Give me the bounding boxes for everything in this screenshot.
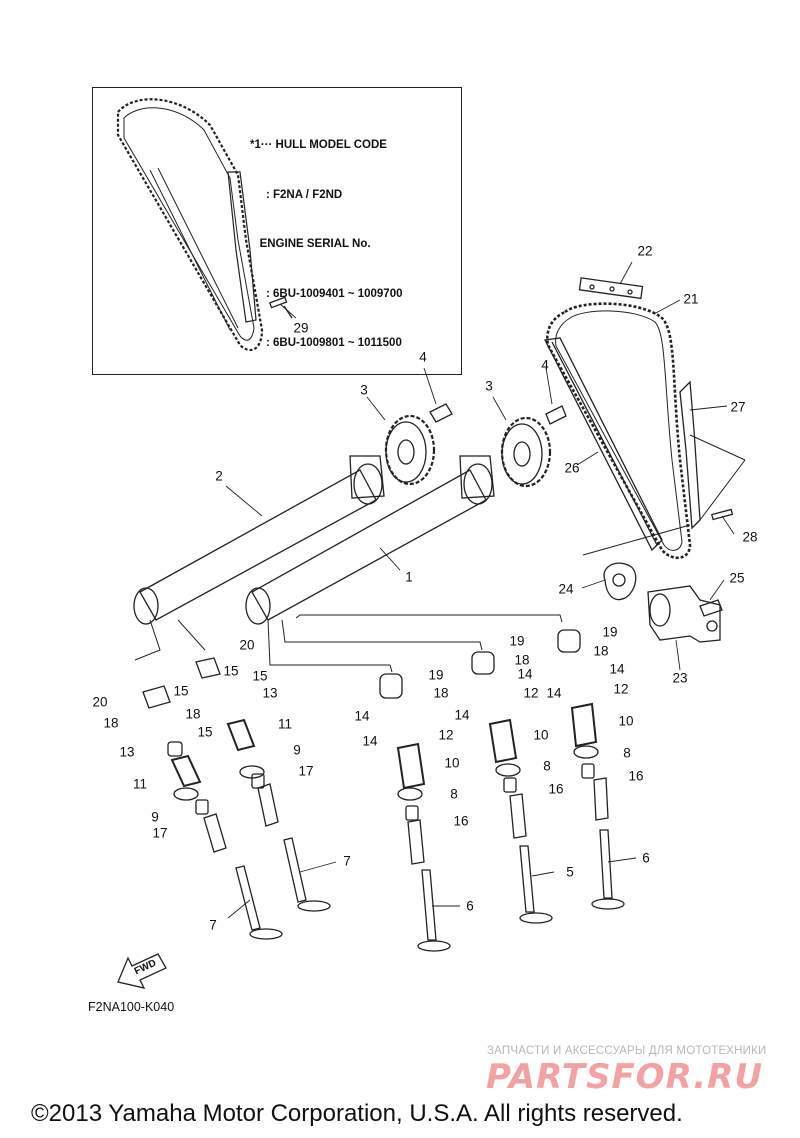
callout-9-b: 9 — [293, 742, 301, 758]
watermark-logo: PARTSFOR.RU — [486, 1057, 764, 1097]
callout-6-center: 6 — [466, 898, 474, 914]
callout-19-d: 19 — [509, 633, 525, 649]
callout-7-right: 7 — [343, 853, 351, 869]
callout-11-b: 11 — [277, 716, 293, 732]
sprocket-bolt-right — [546, 406, 566, 424]
callout-18-a: 18 — [103, 715, 119, 731]
callout-15-b1: 15 — [223, 663, 239, 679]
callout-4-right: 4 — [541, 357, 549, 373]
callout-21: 21 — [683, 291, 699, 307]
callout-12-c: 12 — [438, 727, 454, 743]
camshaft-intake-1 — [246, 456, 494, 624]
callout-14-e2: 14 — [546, 685, 562, 701]
callout-26: 26 — [564, 460, 580, 476]
valve-train-b — [196, 658, 330, 911]
valve-train-d — [472, 652, 552, 923]
sprocket-bolt-left — [430, 404, 452, 422]
valve-train-e — [558, 630, 624, 909]
watermark-tagline: ЗАПЧАСТИ И АКСЕССУАРЫ ДЛЯ МОТОТЕХНИКИ — [487, 1045, 767, 1057]
timing-chain — [547, 304, 690, 558]
callout-15-b2: 15 — [252, 668, 268, 684]
callout-16-c: 16 — [453, 813, 469, 829]
callout-15-a2: 15 — [197, 724, 213, 740]
note-line-5: : 6BU-1009801 ~ 1011500 — [250, 337, 402, 349]
callout-7-left: 7 — [209, 917, 217, 933]
chain-guide-26 — [545, 338, 662, 550]
chain-tensioner-23 — [648, 586, 720, 642]
note-line-2: : F2NA / F2ND — [250, 188, 343, 201]
callout-18-d: 18 — [514, 652, 530, 668]
fwd-arrow-icon — [118, 954, 166, 988]
valve-train-a — [143, 686, 282, 939]
cam-sprocket-right — [502, 418, 550, 486]
callout-9-a: 9 — [151, 809, 159, 825]
callout-19-e: 19 — [602, 624, 618, 640]
callout-14-d2: 14 — [454, 707, 470, 723]
bolt-25 — [700, 600, 722, 616]
callout-3-left: 3 — [360, 382, 368, 398]
chain-guide-22 — [579, 278, 642, 299]
callout-22: 22 — [637, 243, 653, 259]
note-line-1: *1··· HULL MODEL CODE — [250, 139, 387, 151]
callout-12-d: 12 — [523, 685, 539, 701]
callout-2: 2 — [215, 468, 223, 484]
callout-25: 25 — [729, 570, 745, 586]
leader-lines — [226, 262, 734, 918]
callout-13-b: 13 — [262, 685, 278, 701]
callout-10-c: 10 — [444, 755, 460, 771]
callout-12-e: 12 — [613, 681, 629, 697]
callout-14-c1: 14 — [354, 708, 370, 724]
note-line-4: : 6BU-1009401 ~ 1009700 — [250, 287, 403, 300]
note-line-3: ENGINE SERIAL No. — [250, 238, 371, 250]
callout-28: 28 — [742, 529, 758, 545]
diagram-code: F2NA100-K040 — [88, 1000, 175, 1014]
callout-17-b: 17 — [298, 763, 314, 779]
inset-cam-chain — [118, 99, 262, 350]
callout-24: 24 — [558, 581, 574, 597]
gasket-24 — [604, 563, 636, 599]
copyright-notice: ©2013 Yamaha Motor Corporation, U.S.A. A… — [31, 1100, 683, 1127]
callout-19-c: 19 — [428, 667, 444, 683]
camshaft-exhaust-2 — [134, 456, 384, 624]
valve-train-c — [380, 674, 450, 951]
callout-27: 27 — [730, 399, 746, 415]
callout-17-a: 17 — [152, 825, 168, 841]
callout-15-a1: 15 — [173, 683, 189, 699]
callout-10-e: 10 — [618, 713, 634, 729]
callout-13-a: 13 — [119, 744, 135, 760]
cam-sprocket-left — [386, 416, 434, 484]
group-lines — [135, 615, 562, 672]
callout-20-b: 20 — [239, 637, 255, 653]
callout-23: 23 — [672, 670, 688, 686]
callout-3-right: 3 — [485, 378, 493, 394]
callout-5: 5 — [566, 864, 574, 880]
callout-8-c: 8 — [450, 786, 458, 802]
callout-8-d: 8 — [543, 758, 551, 774]
callout-20-a: 20 — [92, 694, 108, 710]
inset-box — [92, 87, 462, 375]
callout-16-d: 16 — [548, 781, 564, 797]
callout-18-b: 18 — [185, 706, 201, 722]
callout-14-e1: 14 — [609, 661, 625, 677]
callout-14-d1: 14 — [517, 666, 533, 682]
callout-18-c: 18 — [433, 685, 449, 701]
inset-note: *1··· HULL MODEL CODE : F2NA / F2ND ENGI… — [250, 104, 402, 368]
callout-18-e: 18 — [593, 643, 609, 659]
pin-28 — [712, 509, 733, 519]
chain-guide-27 — [680, 382, 700, 528]
inset-pin-29 — [270, 297, 292, 318]
callout-6-right: 6 — [642, 850, 650, 866]
callout-16-e: 16 — [628, 768, 644, 784]
callout-29: 29 — [293, 320, 309, 336]
callout-10-d: 10 — [533, 727, 549, 743]
callout-1: 1 — [405, 569, 413, 585]
callout-14-c2: 14 — [362, 733, 378, 749]
callout-4-left: 4 — [419, 349, 427, 365]
inset-chain-guide — [228, 172, 256, 322]
callout-11-a: 11 — [132, 776, 148, 792]
callout-8-e: 8 — [623, 745, 631, 761]
